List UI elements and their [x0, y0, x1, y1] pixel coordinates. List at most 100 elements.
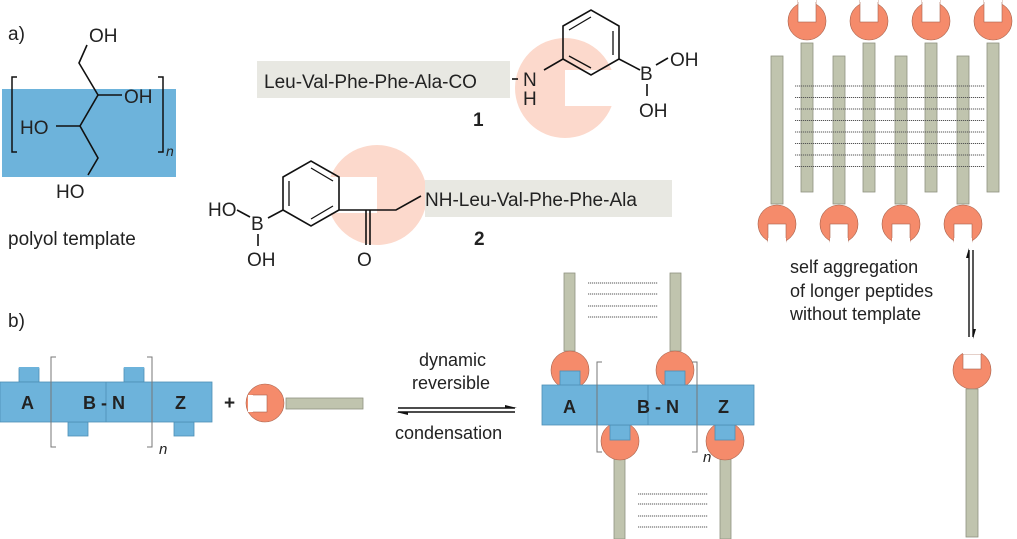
compound1-b-oh1-bond [655, 57, 669, 66]
aggregate-rod-bottom-1 [770, 55, 784, 205]
aggregate-rod-top-4 [986, 42, 1000, 193]
template-tab-b-bottom [67, 421, 89, 437]
product-tab-a [559, 370, 581, 387]
template-segment-a: A [21, 393, 34, 413]
compound1-b-atom: B [640, 64, 653, 85]
compound1-benzene-double-bonds [568, 16, 614, 69]
building-block [245, 383, 364, 423]
compound2-ho: HO [208, 200, 237, 221]
product-rod-lower-z [719, 458, 732, 539]
polyol-left-bracket [11, 76, 17, 153]
product-right-bracket [692, 361, 698, 453]
aggregate-rod-bottom-3 [894, 55, 908, 205]
self-aggregation-caption-line2: of longer peptides [790, 281, 933, 301]
polyol-highlight [2, 89, 176, 177]
compound1-ring-b-bond [618, 58, 641, 71]
aggregate-notch-top-3 [921, 0, 941, 23]
compound2-oh: OH [247, 250, 276, 271]
equilibrium-arrow-horizontal [396, 405, 517, 415]
aggregate-notch-open-top-2 [860, 0, 878, 2]
product-tab-n [664, 370, 686, 387]
compound-2: NH-Leu-Val-Phe-Phe-Ala O B HO OH 2 [208, 145, 672, 271]
product-repeat-n: n [703, 449, 711, 466]
product-hbonds-lower [638, 493, 708, 528]
template-strip: A B - N Z n [0, 356, 213, 458]
aggregate-rod-bottom-2 [832, 55, 846, 205]
polyol-template: n OH OH HO HO polyol template [2, 26, 176, 250]
aggregate-notch-open-top-4 [984, 0, 1002, 2]
aggregate-notch-open-top-1 [798, 0, 816, 2]
compound1-oh2: OH [639, 101, 668, 122]
equilibrium-arrow-vertical [966, 248, 976, 339]
compound2-number: 2 [474, 229, 485, 250]
polyol-oh-right: OH [124, 87, 153, 108]
free-peptide-notch [962, 353, 982, 370]
aggregate-notch-open-bottom-1 [768, 238, 786, 244]
aggregate-notch-top-2 [859, 0, 879, 23]
free-peptide [952, 350, 992, 538]
aggregate-rod-top-1 [800, 42, 814, 193]
compound1-halo-notch [565, 70, 620, 106]
compound2-benzene-ring [282, 160, 340, 227]
compound2-carbonyl-bond [365, 210, 371, 245]
template-right-bracket [147, 356, 153, 448]
product-tab-z [714, 424, 736, 441]
free-peptide-rod [965, 388, 979, 538]
product-rod-upper-n [669, 272, 682, 352]
building-block-notch-open [248, 395, 253, 412]
product-rod-lower-b [613, 458, 626, 539]
arrow-label-dynamic: dynamic [419, 350, 486, 370]
compound1-oh1: OH [670, 50, 699, 71]
template-tab-n-top [123, 367, 145, 383]
aggregate-notch-top-4 [983, 0, 1003, 23]
compound1-peptide-box [257, 61, 510, 98]
compound1-h-atom: H [523, 89, 537, 110]
aggregate-notch-open-bottom-2 [830, 238, 848, 244]
product-tab-b [609, 424, 631, 441]
compound2-peptide: NH-Leu-Val-Phe-Phe-Ala [425, 190, 637, 211]
compound1-n-atom: N [523, 70, 537, 91]
aggregate-rod-bottom-4 [956, 55, 970, 205]
arrow-label-reversible: reversible [412, 373, 490, 393]
polyol-right-bracket [158, 76, 164, 153]
polyol-repeat-n: n [166, 143, 174, 159]
free-peptide-notch-open [963, 350, 981, 354]
template-tab-z-bottom [173, 421, 195, 437]
product-segment-a: A [563, 397, 576, 417]
plus-sign: + [224, 393, 235, 414]
aggregate-notch-open-bottom-3 [892, 238, 910, 244]
product-segment-bn: B - N [637, 397, 679, 417]
compound1-number: 1 [473, 110, 484, 131]
compound2-benzene-double-bonds [288, 167, 334, 220]
template-tab-a-top [18, 367, 40, 383]
polyol-ho-left: HO [20, 118, 49, 139]
aggregate-notch-open-bottom-4 [954, 238, 972, 244]
template-segment-bn: B - N [83, 393, 125, 413]
polyol-backbone [78, 44, 99, 176]
product-rod-upper-a [563, 272, 576, 352]
compound2-ring-b-bond [267, 209, 284, 219]
building-block-notch [251, 394, 268, 413]
template-segment-z: Z [175, 393, 186, 413]
polyol-ho-bottom: HO [56, 182, 85, 203]
self-aggregation-caption-line3: without template [789, 304, 921, 324]
compound2-amide-bonds [339, 195, 422, 211]
peptide-aggregate [757, 0, 1013, 244]
aggregate-rod-top-2 [862, 42, 876, 193]
polyol-caption: polyol template [8, 229, 136, 250]
arrow-label-condensation: condensation [395, 423, 502, 443]
compound1-benzene-ring [543, 9, 620, 76]
product-left-bracket [596, 361, 602, 453]
self-aggregation-caption-line1: self aggregation [790, 257, 918, 277]
template-repeat-n: n [159, 441, 167, 458]
panel-b-label: b) [8, 311, 25, 332]
compound2-peptide-box [425, 180, 672, 217]
compound2-b-ho-bond [236, 209, 251, 218]
product-hbonds-upper [588, 282, 658, 318]
compound-1: Leu-Val-Phe-Phe-Ala-CO N H B OH OH 1 [257, 9, 699, 138]
templated-complex: A B - N Z n [541, 272, 755, 539]
panel-a-label: a) [8, 24, 25, 45]
aggregate-rod-top-3 [924, 42, 938, 193]
compound2-halo-notch [327, 177, 377, 213]
